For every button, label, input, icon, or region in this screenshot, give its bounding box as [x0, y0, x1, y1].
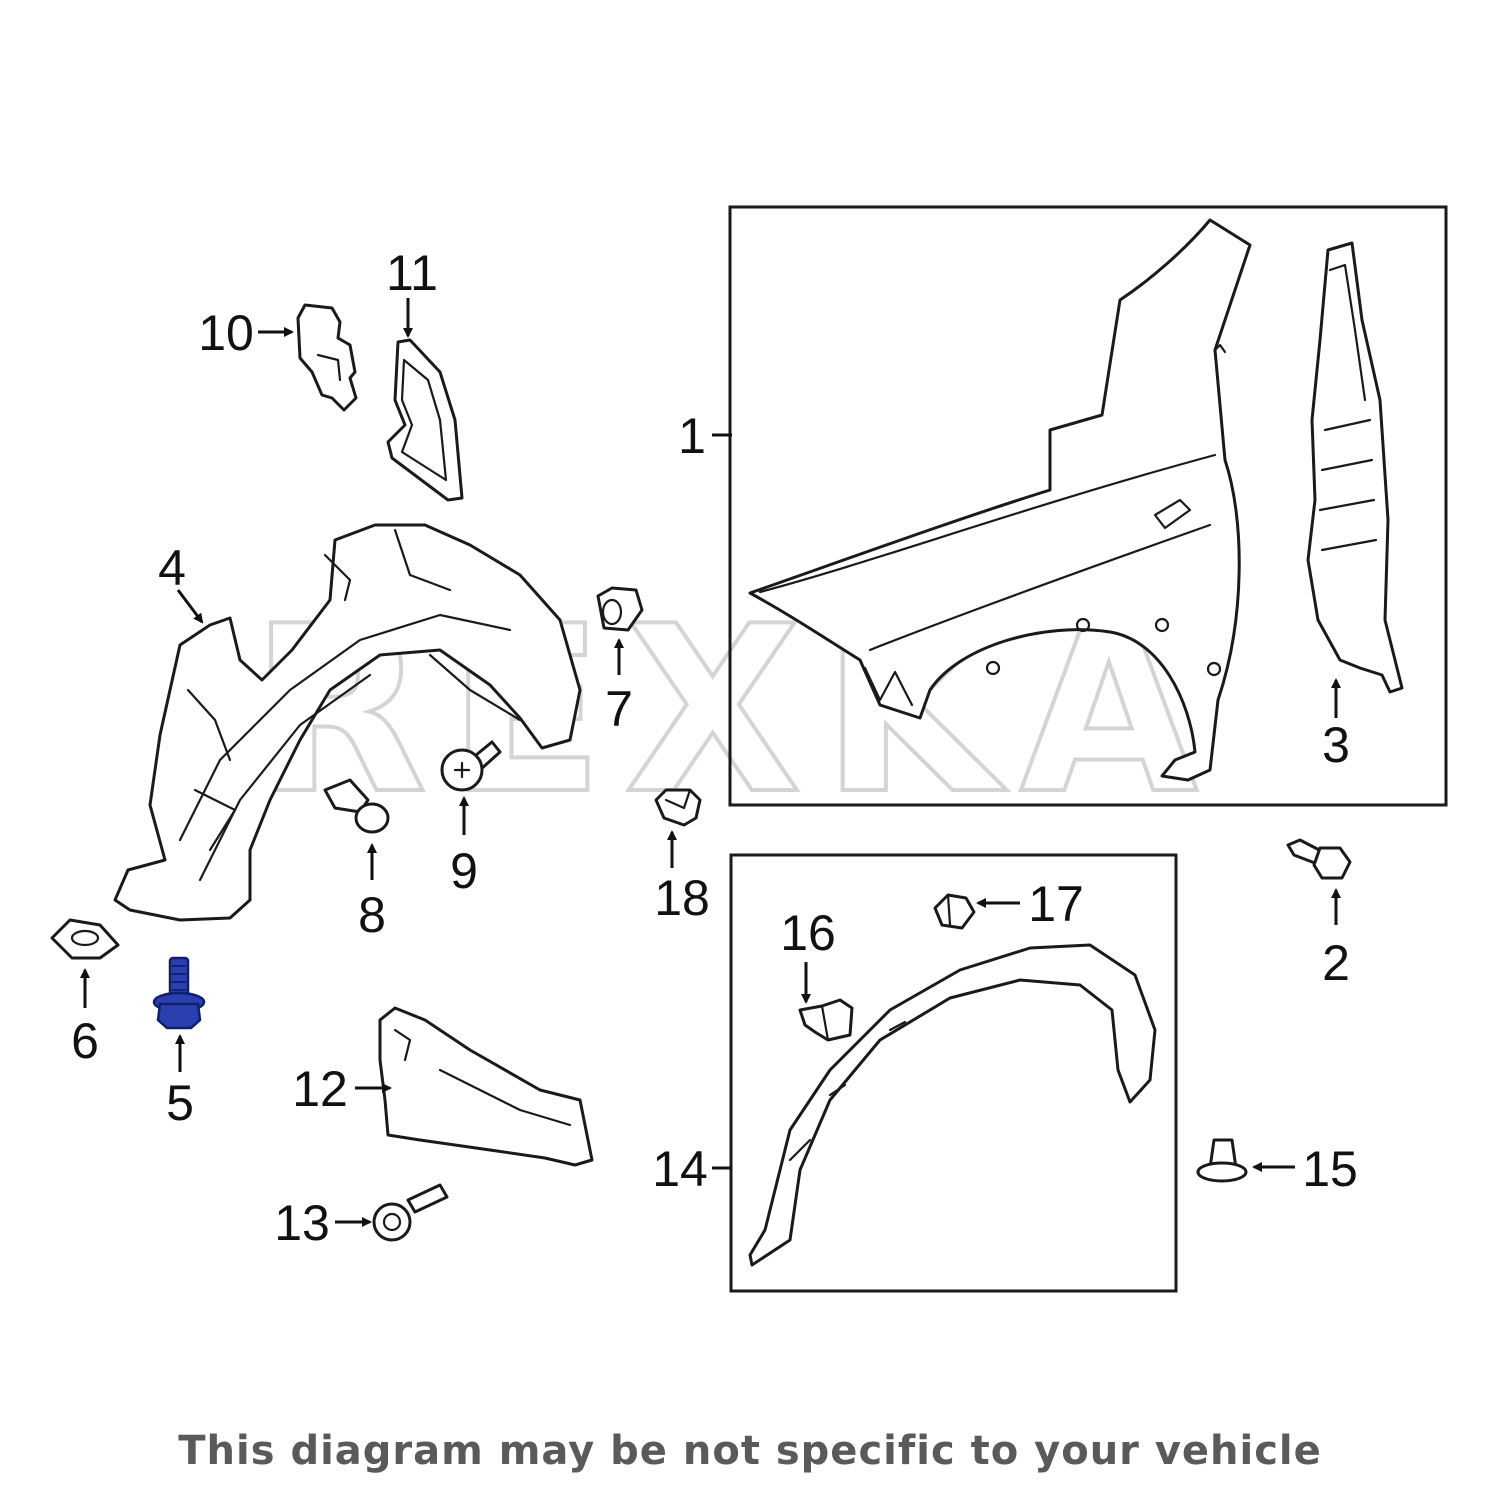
callout-6: 6 [71, 1013, 99, 1069]
part-6-clip-nut [50, 918, 120, 960]
part-16-clip [798, 998, 854, 1042]
callout-3: 3 [1322, 717, 1350, 773]
callout-5: 5 [166, 1075, 194, 1131]
callout-7: 7 [605, 681, 633, 737]
callout-4: 4 [158, 540, 186, 596]
callout-2: 2 [1322, 935, 1350, 991]
part-12-shield [378, 1006, 594, 1167]
part-2-bolt [1286, 838, 1352, 880]
callout-11: 11 [386, 245, 438, 301]
part-8-clip [323, 778, 390, 834]
disclaimer-text: This diagram may be not specific to your… [178, 1428, 1322, 1474]
part-4-fender-liner [113, 523, 582, 922]
callout-9: 9 [450, 843, 478, 899]
callout-8: 8 [358, 887, 386, 943]
part-15-clip [1196, 1138, 1248, 1183]
callout-labels: 1 2 3 4 5 6 7 8 9 10 11 12 13 14 15 16 1… [71, 245, 1358, 1251]
part-17-clip [933, 893, 976, 930]
part-13-bolt [372, 1183, 449, 1242]
part-7-nut [596, 586, 644, 632]
leader-4 [176, 589, 204, 624]
part-3-seal [1306, 241, 1404, 694]
part-10-bracket [296, 303, 358, 412]
callout-14: 14 [652, 1141, 708, 1197]
part-11-pad [386, 338, 464, 502]
callout-17: 17 [1028, 876, 1084, 932]
part-5-bolt-highlighted [152, 956, 206, 1030]
flare-group-frame [729, 853, 1178, 1293]
part-9-screw [440, 740, 502, 792]
callout-13: 13 [274, 1195, 330, 1251]
callout-1: 1 [678, 408, 706, 464]
callout-12: 12 [292, 1061, 348, 1117]
part-14-flare [748, 943, 1157, 1267]
part-18-clip [654, 788, 702, 827]
callout-16: 16 [780, 905, 836, 961]
leader-lines [80, 298, 1341, 1227]
part-1-fender [748, 218, 1252, 782]
callout-10: 10 [198, 305, 254, 361]
callout-15: 15 [1302, 1141, 1358, 1197]
callout-18: 18 [654, 870, 710, 926]
fender-group-frame [728, 205, 1448, 807]
